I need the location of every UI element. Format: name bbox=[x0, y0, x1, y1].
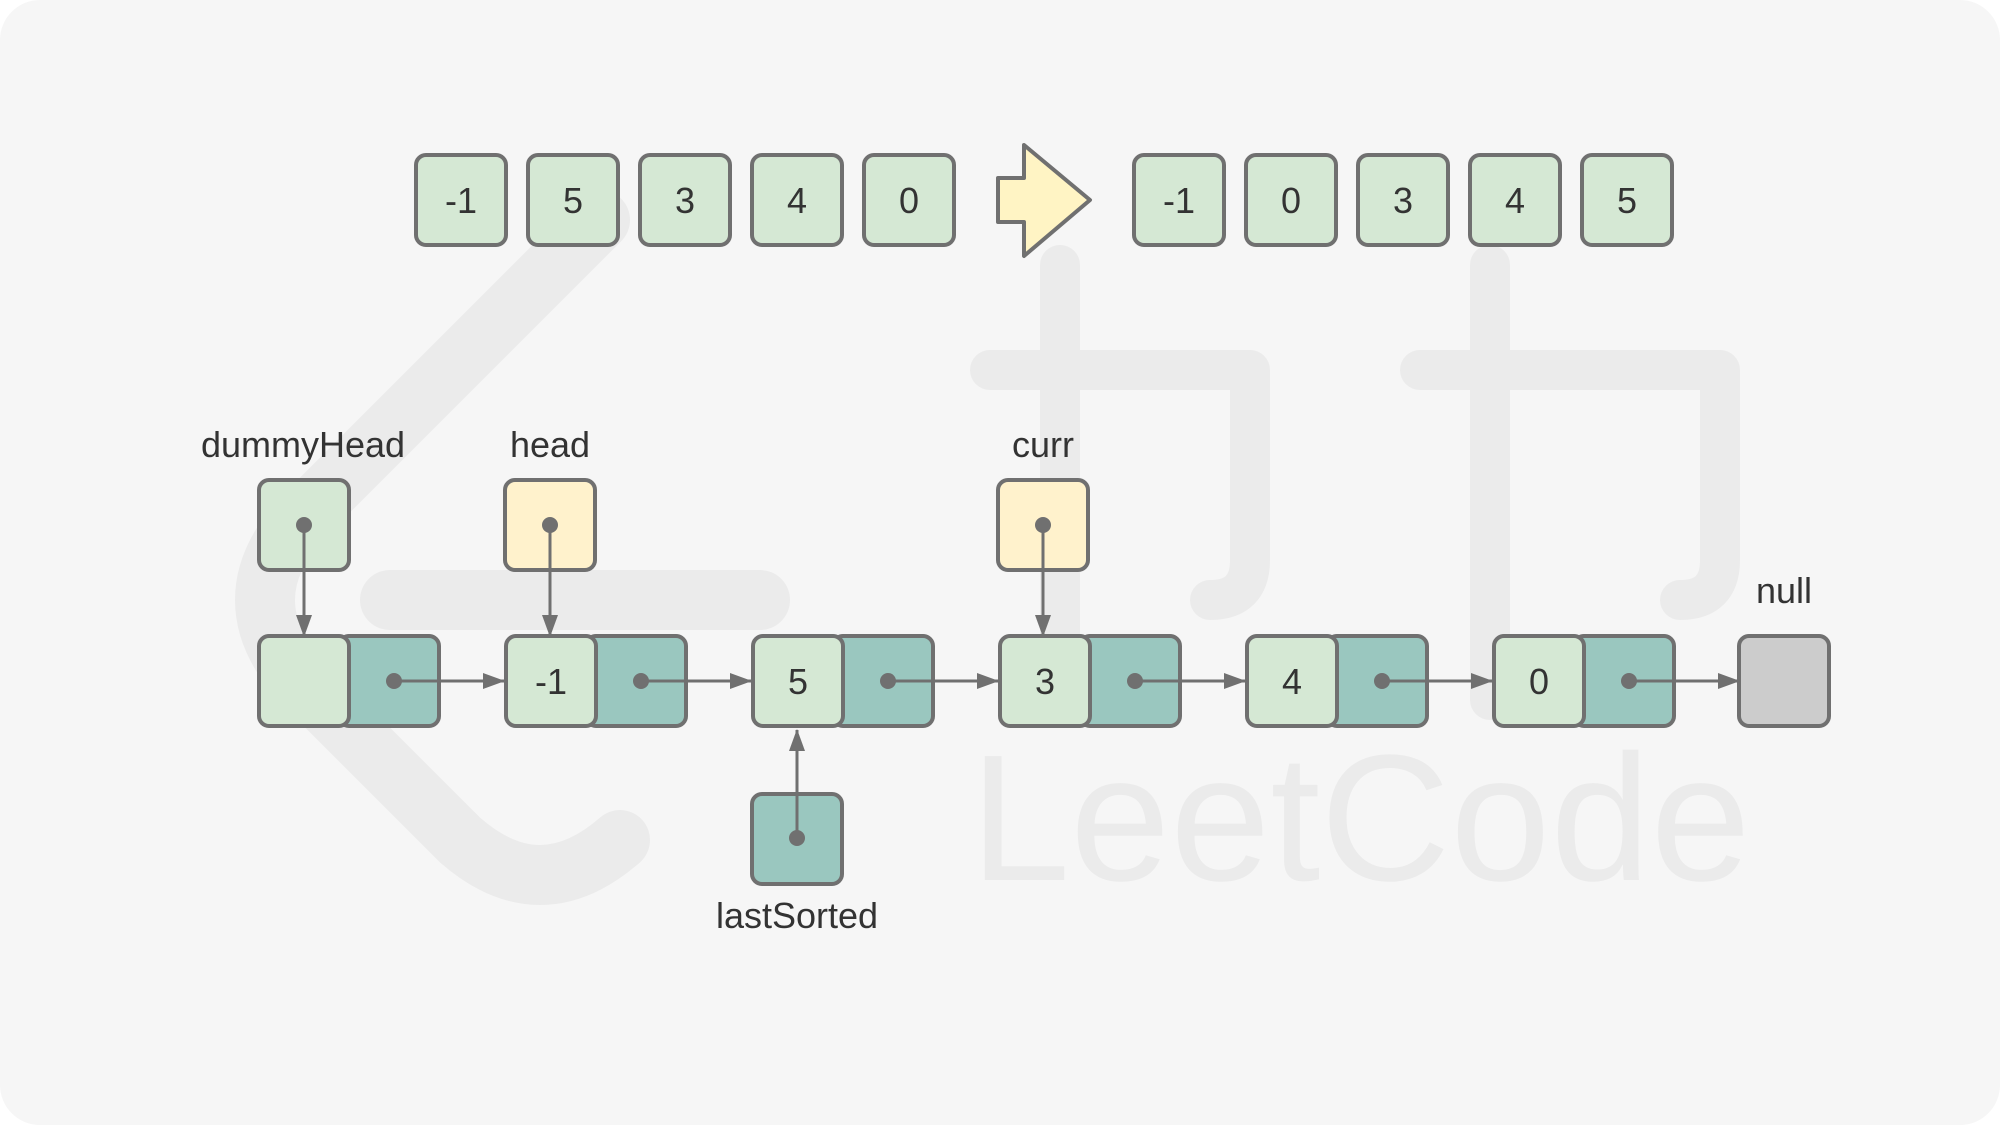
after-array-cell-value: 0 bbox=[1281, 180, 1301, 221]
null-node: null bbox=[1737, 570, 1831, 728]
watermark-glyph-right bbox=[1400, 245, 1740, 720]
node-value: 3 bbox=[1035, 661, 1055, 702]
dummy-head-label: dummyHead bbox=[201, 424, 405, 465]
watermark-text: LeetCode bbox=[970, 718, 1751, 919]
list-node: -1 bbox=[504, 634, 752, 728]
right-arrow-icon bbox=[996, 143, 1092, 258]
list-node: 0 bbox=[1492, 634, 1740, 728]
before-array-cell bbox=[750, 153, 844, 247]
list-node: 3 bbox=[998, 634, 1246, 728]
before-array-cell-value: 5 bbox=[563, 180, 583, 221]
node-value-cell bbox=[751, 634, 845, 728]
node-value: 0 bbox=[1529, 661, 1549, 702]
before-array: -1 5 3 4 0 bbox=[414, 153, 956, 247]
after-array-cell bbox=[1356, 153, 1450, 247]
after-array-cell-value: 4 bbox=[1505, 180, 1525, 221]
after-array-cell bbox=[1580, 153, 1674, 247]
after-array-cell bbox=[1468, 153, 1562, 247]
before-array-cell bbox=[638, 153, 732, 247]
list-node: 4 bbox=[1245, 634, 1493, 728]
before-array-cell-value: 4 bbox=[787, 180, 807, 221]
null-box bbox=[1737, 634, 1831, 728]
last-sorted-label: lastSorted bbox=[716, 895, 878, 936]
pointer-last-sorted: lastSorted bbox=[716, 729, 878, 936]
curr-label: curr bbox=[1012, 424, 1074, 465]
node-value-cell bbox=[1245, 634, 1339, 728]
node-value-cell bbox=[257, 634, 351, 728]
before-array-cell bbox=[414, 153, 508, 247]
after-array-cell bbox=[1132, 153, 1226, 247]
after-array-cell bbox=[1244, 153, 1338, 247]
before-array-cell-value: 3 bbox=[675, 180, 695, 221]
node-value: 5 bbox=[788, 661, 808, 702]
node-value: -1 bbox=[535, 661, 567, 702]
linked-list: -1 5 3 4 0 bbox=[257, 634, 1740, 728]
pointer-dummy-head: dummyHead bbox=[201, 424, 405, 637]
node-value-cell bbox=[1492, 634, 1586, 728]
before-array-cell bbox=[526, 153, 620, 247]
node-value: 4 bbox=[1282, 661, 1302, 702]
head-label: head bbox=[510, 424, 590, 465]
after-array-cell-value: -1 bbox=[1163, 180, 1195, 221]
after-array: -1 0 3 4 5 bbox=[1132, 153, 1674, 247]
before-array-cell bbox=[862, 153, 956, 247]
after-array-cell-value: 3 bbox=[1393, 180, 1413, 221]
before-array-cell-value: 0 bbox=[899, 180, 919, 221]
before-array-cell-value: -1 bbox=[445, 180, 477, 221]
null-label: null bbox=[1756, 570, 1812, 611]
pointer-head: head bbox=[503, 424, 597, 637]
dummy-node bbox=[257, 634, 505, 728]
list-node: 5 bbox=[751, 634, 999, 728]
pointer-curr: curr bbox=[996, 424, 1090, 637]
after-array-cell-value: 5 bbox=[1617, 180, 1637, 221]
